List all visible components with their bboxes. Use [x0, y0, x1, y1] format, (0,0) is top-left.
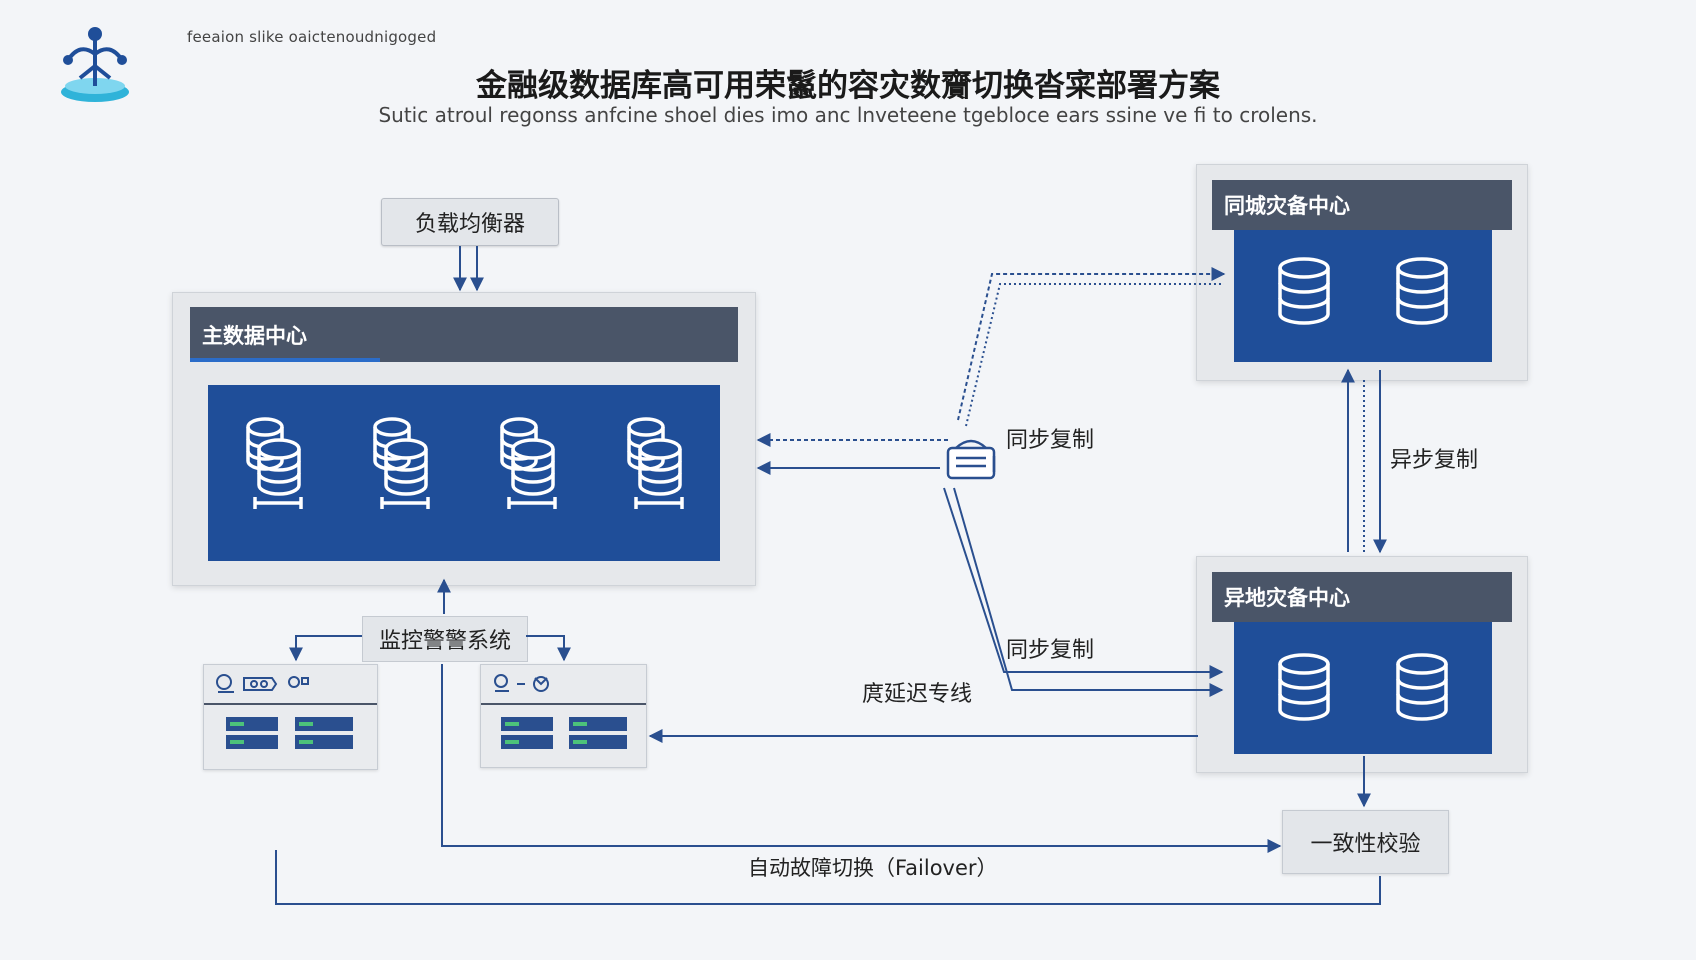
router-icon[interactable]: [944, 434, 1002, 486]
async-replication-label: 异步复制: [1390, 448, 1479, 473]
monitor-panel-right[interactable]: [480, 664, 647, 768]
monitor-tools-icon: [216, 674, 309, 693]
monitoring-system-box[interactable]: 监控警警系统: [362, 616, 528, 662]
load-balancer-box[interactable]: 负载均衡器: [381, 198, 559, 246]
robot-figure-logo-icon: [61, 27, 129, 102]
server-rack-icons: [501, 717, 627, 749]
panel-head-icons: [204, 665, 377, 705]
dashed-arrow-same-city: [957, 267, 1226, 421]
monitor-right-arrow: [526, 635, 571, 662]
bottom-loop-line: [275, 850, 1381, 905]
sync-replication-label-2: 同步复制: [1006, 638, 1095, 663]
dotted-arrow-same-city: [965, 283, 1224, 427]
monitor-sync-icon: [494, 674, 549, 692]
same-city-dr-header[interactable]: 同城灾备中心: [1212, 180, 1512, 230]
sync-arrow-remote-2: [953, 487, 1224, 697]
sync-arrow-remote-1: [943, 487, 1224, 679]
main-datacenter-db-panel: [208, 385, 720, 561]
main-header-accent: [190, 358, 380, 362]
top-caption: feeaion slike oaictenoudnigoged: [187, 28, 437, 46]
page-title: 金融级数据库高可用荣鬣的容灾数齎切换沓寀部署方案: [476, 68, 1220, 104]
sync-replication-label-1: 同步复制: [1006, 428, 1095, 453]
main-datacenter-header[interactable]: 主数据中心: [190, 307, 738, 362]
consistency-check-box[interactable]: 一致性校验: [1282, 810, 1449, 874]
remote-dr-header[interactable]: 异地灾备中心: [1212, 572, 1512, 622]
remote-db-panel: [1234, 622, 1492, 754]
page-subtitle: Sutic atroul regonss anfcine shoel dies …: [378, 103, 1318, 127]
monitor-left-arrow: [289, 635, 362, 662]
low-latency-line-label: 庹延迟专线: [862, 682, 973, 707]
failover-arrow: [441, 664, 1282, 853]
monitor-panel-left[interactable]: [203, 664, 378, 770]
failover-label: 自动故障切换（Failover）: [748, 856, 998, 880]
server-rack-icons: [226, 717, 353, 749]
panel-head-icons: [481, 665, 646, 705]
same-city-db-panel: [1234, 230, 1492, 362]
